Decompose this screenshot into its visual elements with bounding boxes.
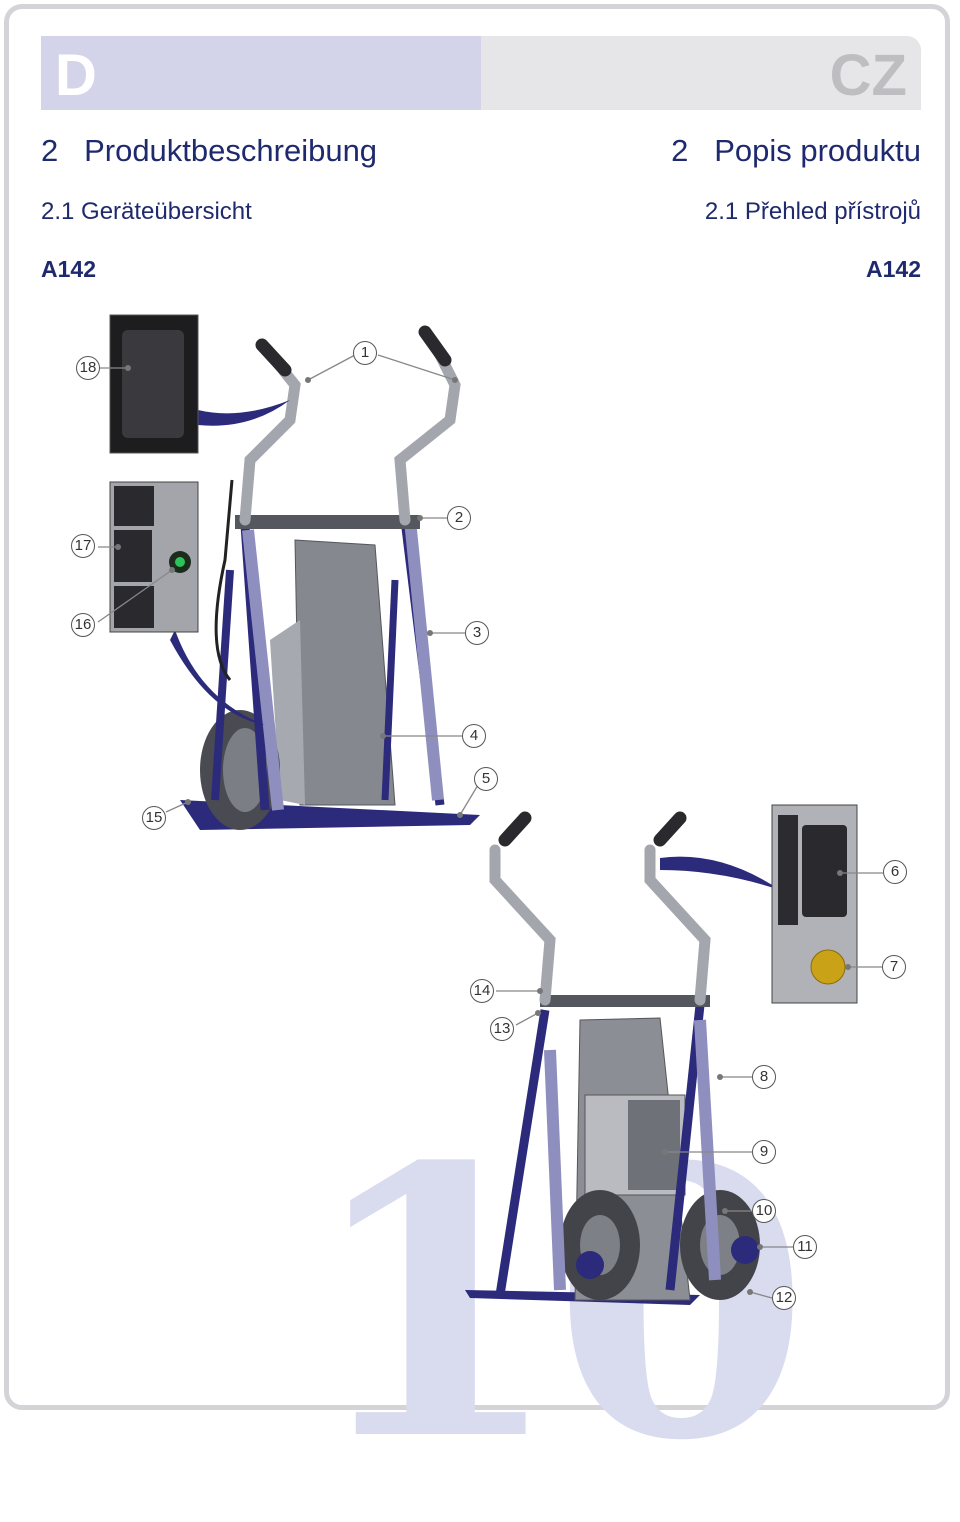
page-frame [4,4,950,1410]
leader-dots [115,365,851,1295]
callout-7: 7 [882,955,906,979]
callout-17: 17 [71,534,95,558]
subsection-heading-de: 2.1 Geräteübersicht [41,198,252,225]
model-label-cz: A142 [866,256,921,282]
callout-15: 15 [142,806,166,830]
language-code-de: D [55,43,97,108]
model-label-de: A142 [41,256,96,282]
language-bar: D CZ [41,36,921,110]
callout-13: 13 [490,1017,514,1041]
callout-4: 4 [462,724,486,748]
section-heading-de: 2 Produktbeschreibung [41,133,378,168]
stair-climber-front-illustration [109,314,480,830]
stair-climber-rear-illustration [465,804,858,1305]
language-tab-cz: CZ [481,36,921,110]
callout-14: 14 [470,979,494,1003]
leader-lines [97,354,883,1299]
language-code-cz: CZ [829,43,907,108]
language-tab-de: D [41,36,481,110]
callout-1: 1 [353,341,377,365]
callout-18: 18 [76,356,100,380]
callout-11: 11 [793,1235,817,1259]
callout-12: 12 [772,1286,796,1310]
callout-8: 8 [752,1065,776,1089]
callout-2: 2 [447,506,471,530]
section-heading-cz: 2 Popis produktu [671,133,921,168]
callout-16: 16 [71,613,95,637]
subsection-heading-cz: 2.1 Přehled přístrojů [704,198,921,225]
device-illustration [97,314,883,1305]
callout-6: 6 [883,860,907,884]
callout-10: 10 [752,1199,776,1223]
callout-3: 3 [465,621,489,645]
callout-9: 9 [752,1140,776,1164]
callout-5: 5 [474,767,498,791]
